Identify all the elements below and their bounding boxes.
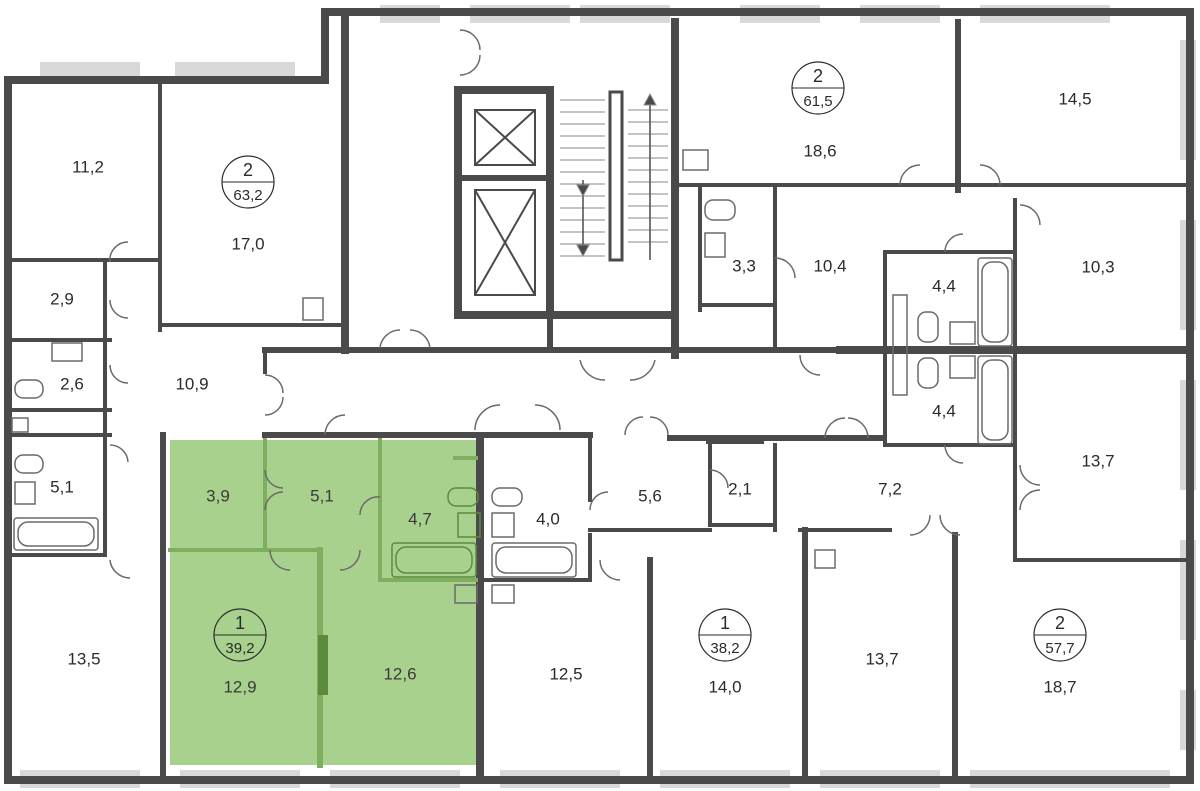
room-area-label: 10,9 <box>175 374 208 393</box>
room-area-label: 18,7 <box>1043 677 1076 696</box>
room-area-label: 13,5 <box>67 649 100 668</box>
room-area-label: 12,5 <box>549 664 582 683</box>
room-area-label: 3,9 <box>206 486 230 505</box>
room-area-label: 2,1 <box>728 479 752 498</box>
room-labels: 11,2 17,0 2,9 2,6 10,9 5,1 13,5 3,9 5,1 … <box>50 89 1114 696</box>
elevator-core <box>474 109 536 296</box>
apartment-area: 38,2 <box>710 640 739 657</box>
room-area-label: 14,5 <box>1058 89 1091 108</box>
apartment-rooms: 1 <box>235 613 245 633</box>
room-area-label: 11,2 <box>72 157 104 176</box>
room-area-label: 12,9 <box>223 677 256 696</box>
room-area-label: 5,6 <box>638 486 662 505</box>
room-area-label: 2,9 <box>50 289 74 308</box>
apartment-badge[interactable]: 2 63,2 <box>221 155 275 209</box>
room-area-label: 5,1 <box>310 486 334 505</box>
apartment-rooms: 2 <box>1055 613 1065 633</box>
apartment-badge[interactable]: 2 57,7 <box>1033 608 1087 662</box>
room-area-label: 3,3 <box>732 256 756 275</box>
room-area-label: 4,4 <box>932 401 956 420</box>
apartment-badge[interactable]: 1 38,2 <box>698 608 752 662</box>
room-area-label: 12,6 <box>383 664 416 683</box>
apartment-area: 57,7 <box>1045 640 1074 657</box>
room-area-label: 14,0 <box>708 677 741 696</box>
plumbing-fixtures <box>11 149 1013 604</box>
doors <box>109 29 1041 581</box>
room-area-label: 4,0 <box>536 509 560 528</box>
room-area-label: 2,6 <box>60 374 84 393</box>
room-area-label: 17,0 <box>231 234 264 253</box>
apartment-area: 39,2 <box>225 640 254 657</box>
room-area-label: 13,7 <box>1081 451 1114 470</box>
room-area-label: 18,6 <box>803 141 836 160</box>
room-area-label: 10,4 <box>813 256 846 275</box>
room-area-label: 10,3 <box>1081 257 1114 276</box>
apartment-rooms: 2 <box>813 66 823 86</box>
room-area-label: 5,1 <box>50 477 74 496</box>
stairs <box>560 92 668 260</box>
room-area-label: 13,7 <box>865 649 898 668</box>
room-area-label: 4,7 <box>408 509 432 528</box>
selected-apartment-column <box>318 635 328 695</box>
room-area-label: 4,4 <box>932 276 956 295</box>
room-area-label: 7,2 <box>878 479 902 498</box>
walls <box>4 8 1194 784</box>
apartment-area: 63,2 <box>233 187 262 204</box>
apartment-rooms: 1 <box>720 613 730 633</box>
apartment-badge[interactable]: 2 61,5 <box>791 61 845 115</box>
apartment-rooms: 2 <box>243 160 253 180</box>
apartment-area: 61,5 <box>803 93 832 110</box>
apartment-badge-selected[interactable]: 1 39,2 <box>213 608 267 662</box>
